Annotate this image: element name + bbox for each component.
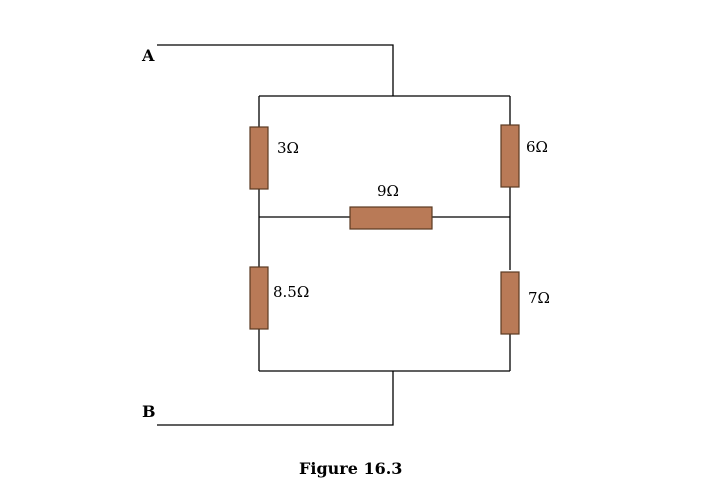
resistor-bridge-label: 9Ω <box>377 182 399 200</box>
resistors <box>249 124 520 335</box>
wire-terminal-b <box>157 371 394 426</box>
terminal-a-label: A <box>141 46 155 65</box>
resistor-top-right-label: 6Ω <box>526 138 548 156</box>
terminal-b-label: B <box>142 402 156 421</box>
resistor-bottom-left <box>249 266 269 330</box>
resistor-bottom-right-label: 7Ω <box>528 289 550 307</box>
resistor-bridge <box>349 206 433 230</box>
wire-terminal-a <box>157 44 394 96</box>
resistor-bottom-right <box>500 271 520 335</box>
resistor-top-left-label: 3Ω <box>277 139 299 157</box>
wires <box>157 44 511 426</box>
resistor-bottom-left-label: 8.5Ω <box>273 283 309 301</box>
resistor-top-left <box>249 126 269 190</box>
resistor-top-right <box>500 124 520 188</box>
figure-caption: Figure 16.3 <box>299 459 402 478</box>
